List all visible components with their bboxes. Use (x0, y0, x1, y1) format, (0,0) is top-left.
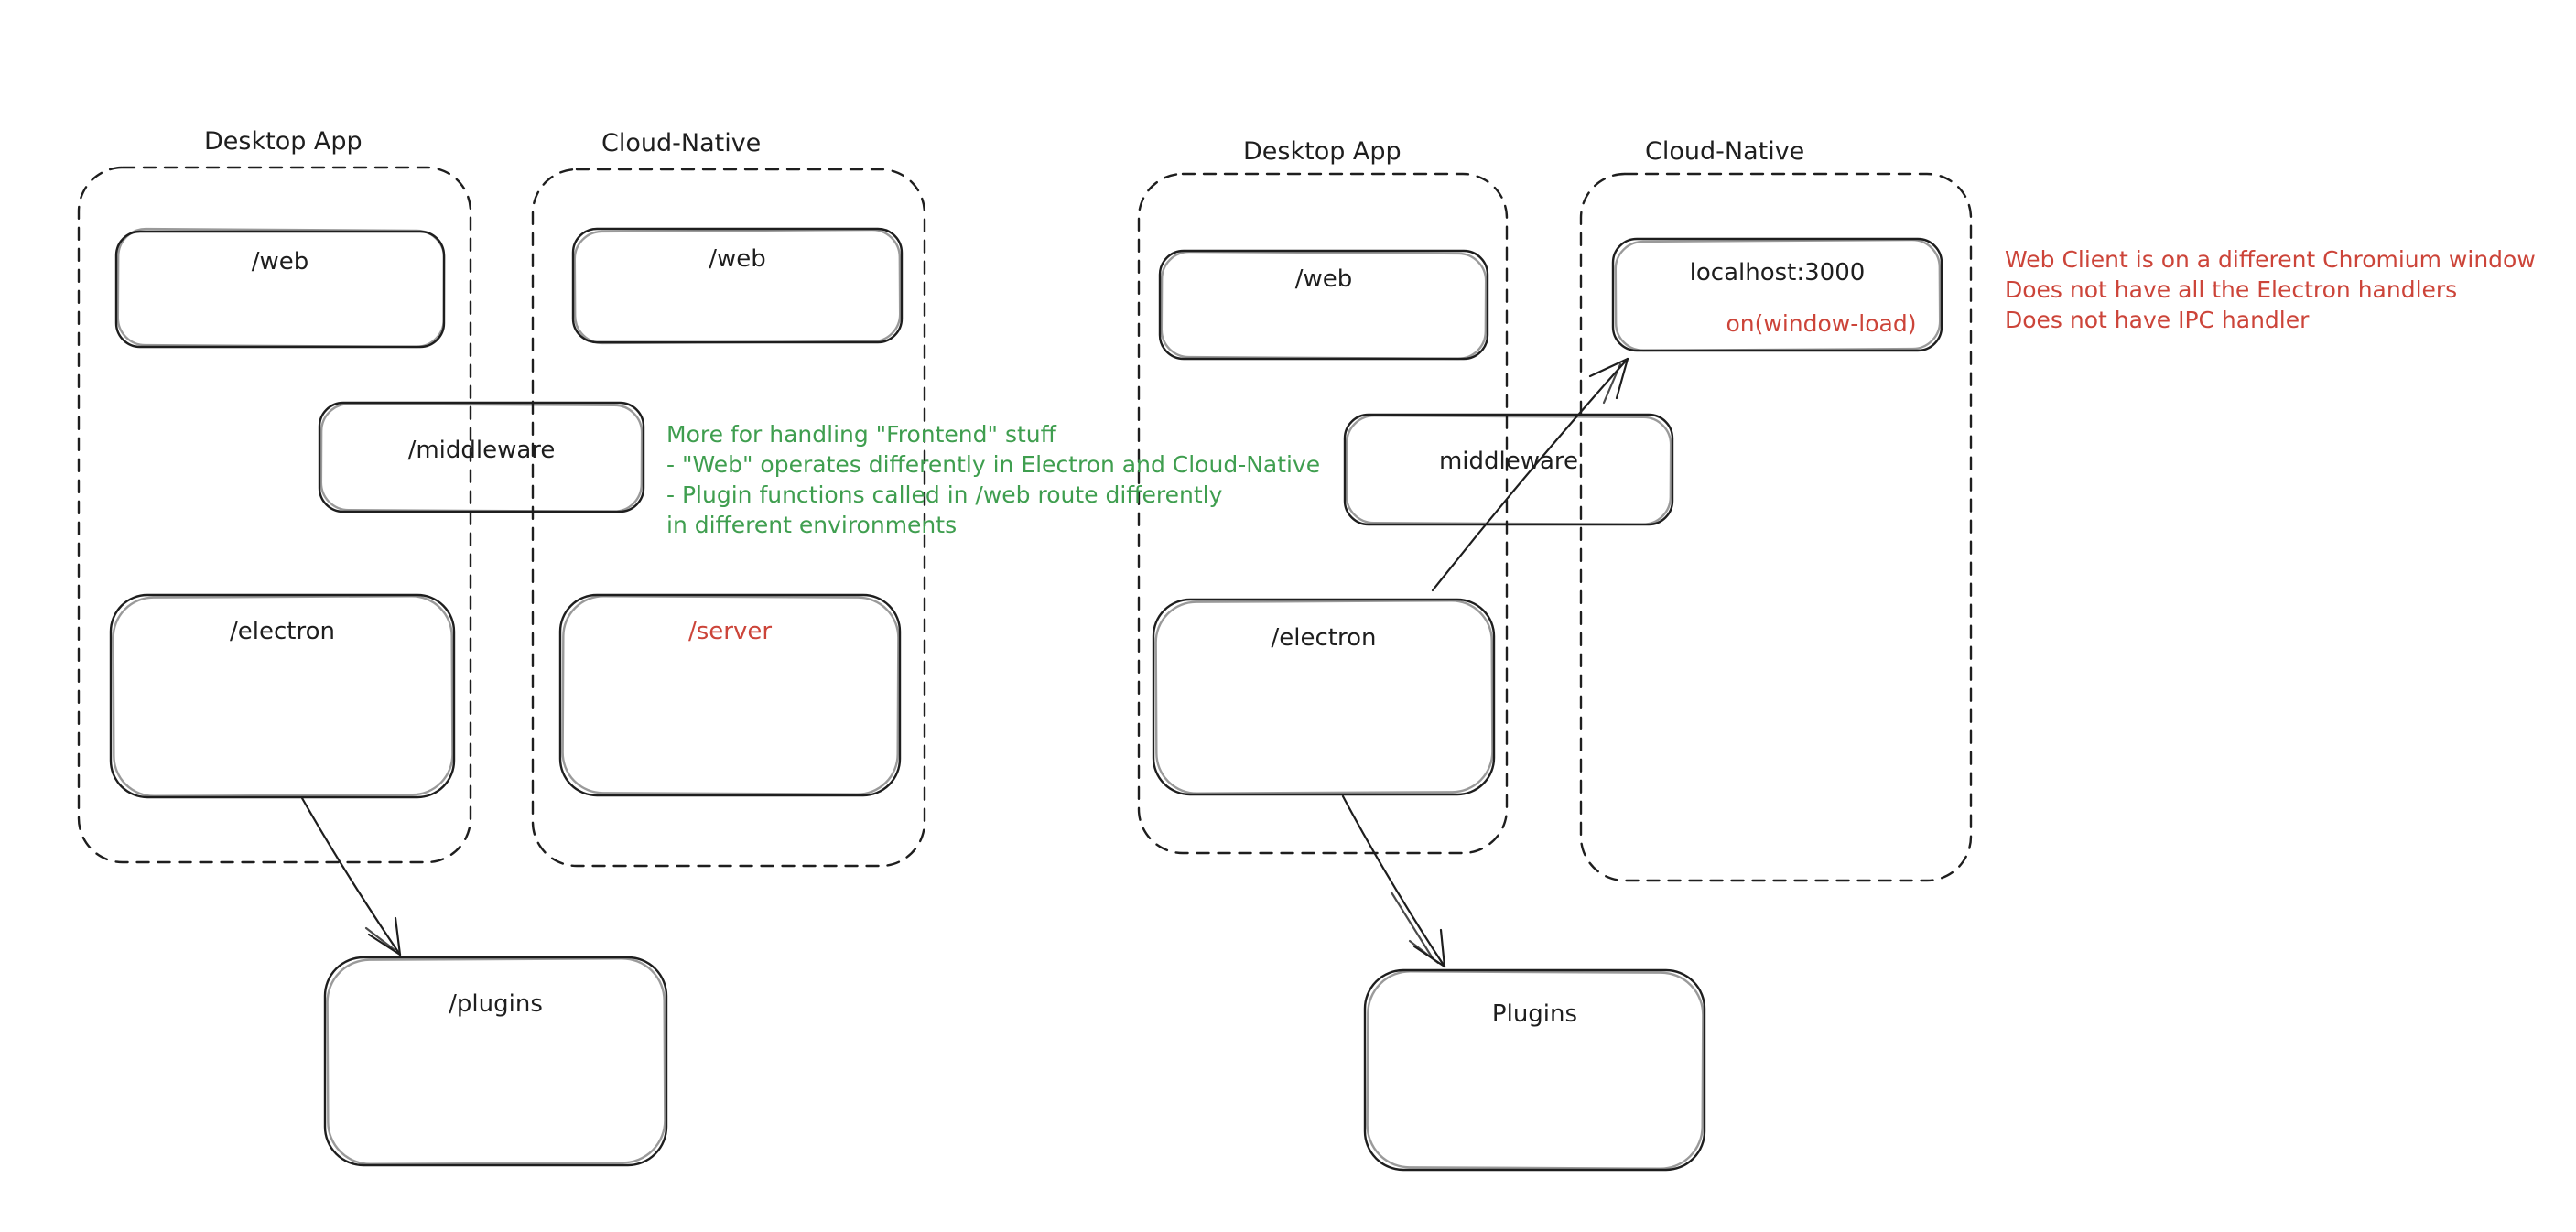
left-plugins-label: /plugins (449, 990, 543, 1018)
left-web-desktop-label: /web (251, 248, 309, 276)
right-desktop-app-title: Desktop App (1243, 137, 1402, 166)
left-cloud-native-title: Cloud-Native (601, 129, 762, 157)
note-line: in different environments (666, 512, 958, 538)
right-web-client-note: Web Client is on a different Chromium wi… (2005, 244, 2536, 335)
note-line: Does not have all the Electron handlers (2005, 276, 2458, 303)
left-server-label: /server (687, 618, 773, 645)
left-electron-label: /electron (230, 618, 335, 645)
left-web-desktop-box (114, 227, 446, 349)
note-line: Web Client is on a different Chromium wi… (2005, 246, 2536, 273)
right-plugins-label: Plugins (1491, 1000, 1578, 1028)
note-line: More for handling "Frontend" stuff (666, 421, 1056, 448)
left-electron-to-plugins-arrow (300, 796, 402, 956)
right-middleware-label: middleware (1438, 448, 1579, 475)
left-plugins-box (323, 956, 668, 1167)
right-electron-label: /electron (1271, 624, 1377, 652)
note-line: - "Web" operates differently in Electron… (666, 451, 1321, 478)
left-frontend-note: More for handling "Frontend" stuff - "We… (666, 419, 1320, 540)
note-line: Does not have IPC handler (2005, 307, 2310, 333)
right-localhost-label: localhost:3000 (1689, 259, 1866, 286)
right-cloud-native-title: Cloud-Native (1645, 137, 1805, 166)
right-electron-to-plugins-arrow (1341, 794, 1446, 968)
left-middleware-label: /middleware (407, 437, 556, 464)
left-web-cloud-label: /web (709, 245, 766, 273)
left-desktop-app-title: Desktop App (204, 127, 363, 156)
right-web-label: /web (1294, 265, 1353, 293)
note-line: - Plugin functions called in /web route … (666, 481, 1223, 508)
right-window-load-label: on(window-load) (1726, 310, 1917, 337)
